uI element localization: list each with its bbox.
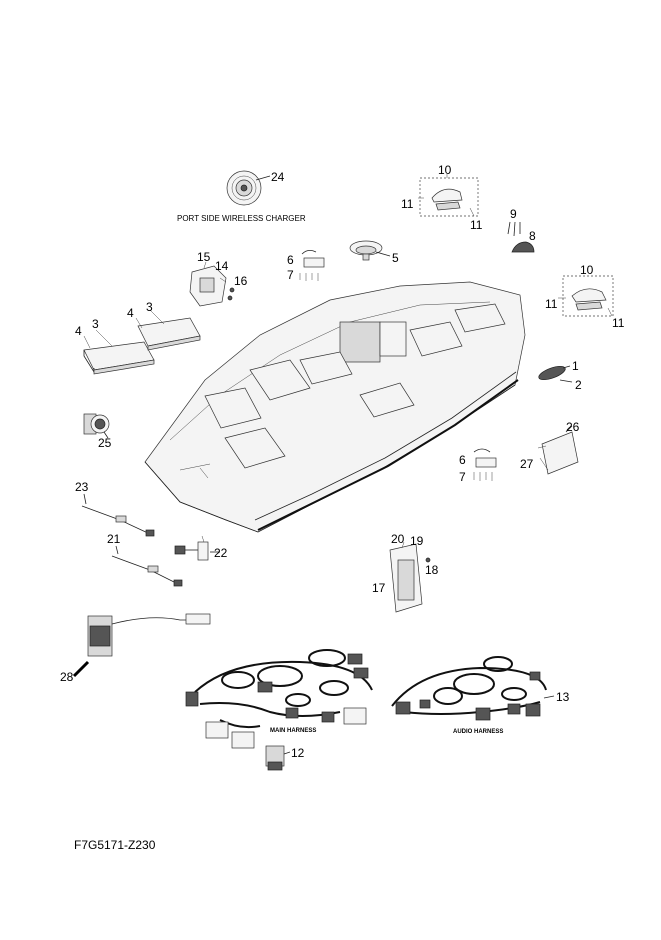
switch-assembly-8	[511, 241, 535, 253]
callout-7-upper: 7	[287, 268, 294, 282]
connector-12	[265, 745, 291, 771]
control-box-17	[389, 541, 431, 613]
main-harness	[185, 649, 373, 749]
cable-23	[81, 493, 155, 537]
battery-tray-left	[83, 329, 155, 375]
drawing-code: F7G5171-Z230	[74, 838, 156, 852]
callout-1: 1	[572, 359, 579, 373]
connector-6-upper	[299, 250, 325, 281]
callout-17: 17	[372, 581, 386, 595]
callout-3-right: 3	[146, 300, 153, 314]
callout-28: 28	[60, 670, 74, 684]
connector-6-lower	[473, 448, 497, 481]
callout-19: 19	[410, 534, 424, 548]
callout-9: 9	[510, 207, 517, 221]
light-assembly-right	[558, 275, 614, 317]
light-assembly-upper	[418, 174, 479, 217]
callout-10-right: 10	[580, 263, 594, 277]
callout-10-upper: 10	[438, 163, 452, 177]
callout-14: 14	[215, 259, 229, 273]
callout-15: 15	[197, 250, 211, 264]
callout-21: 21	[107, 532, 121, 546]
callout-3-left: 3	[92, 317, 99, 331]
callout-13: 13	[556, 690, 570, 704]
callout-16: 16	[234, 274, 248, 288]
callout-7-lower: 7	[459, 470, 466, 484]
screw-set-9	[507, 221, 521, 237]
main-harness-caption: MAIN HARNESS	[270, 728, 316, 734]
control-unit-15	[189, 261, 235, 307]
callout-4-right: 4	[127, 306, 134, 320]
callout-22: 22	[214, 546, 228, 560]
callout-24: 24	[271, 170, 285, 184]
callout-12: 12	[291, 746, 305, 760]
callout-25: 25	[98, 436, 112, 450]
callout-6-lower: 6	[459, 453, 466, 467]
callout-11-right-left: 11	[545, 297, 558, 311]
module-26	[537, 425, 579, 475]
callout-11-upper-right: 11	[470, 218, 483, 232]
callout-11-upper-left: 11	[401, 197, 414, 211]
boat-hull	[144, 281, 526, 533]
port-side-caption: PORT SIDE WIRELESS CHARGER	[177, 214, 306, 223]
oval-light-1	[538, 365, 573, 383]
callout-8: 8	[529, 229, 536, 243]
callout-11-right-right: 11	[612, 316, 625, 330]
battery-tray-right	[135, 309, 201, 351]
callout-23: 23	[75, 480, 89, 494]
sensor-28	[72, 613, 211, 678]
callout-2: 2	[575, 378, 582, 392]
callout-27: 27	[520, 457, 534, 471]
callout-5: 5	[392, 251, 399, 265]
cable-21	[111, 545, 183, 587]
audio-harness-caption: AUDIO HARNESS	[453, 729, 503, 735]
speaker-5	[349, 240, 391, 261]
callout-6-upper: 6	[287, 253, 294, 267]
callout-20: 20	[391, 532, 405, 546]
connector-22	[174, 535, 220, 561]
callout-4-left: 4	[75, 324, 82, 338]
wireless-charger	[226, 170, 271, 206]
outlet-25	[83, 413, 110, 439]
audio-harness	[391, 656, 555, 721]
callout-18: 18	[425, 563, 439, 577]
callout-26: 26	[566, 420, 580, 434]
